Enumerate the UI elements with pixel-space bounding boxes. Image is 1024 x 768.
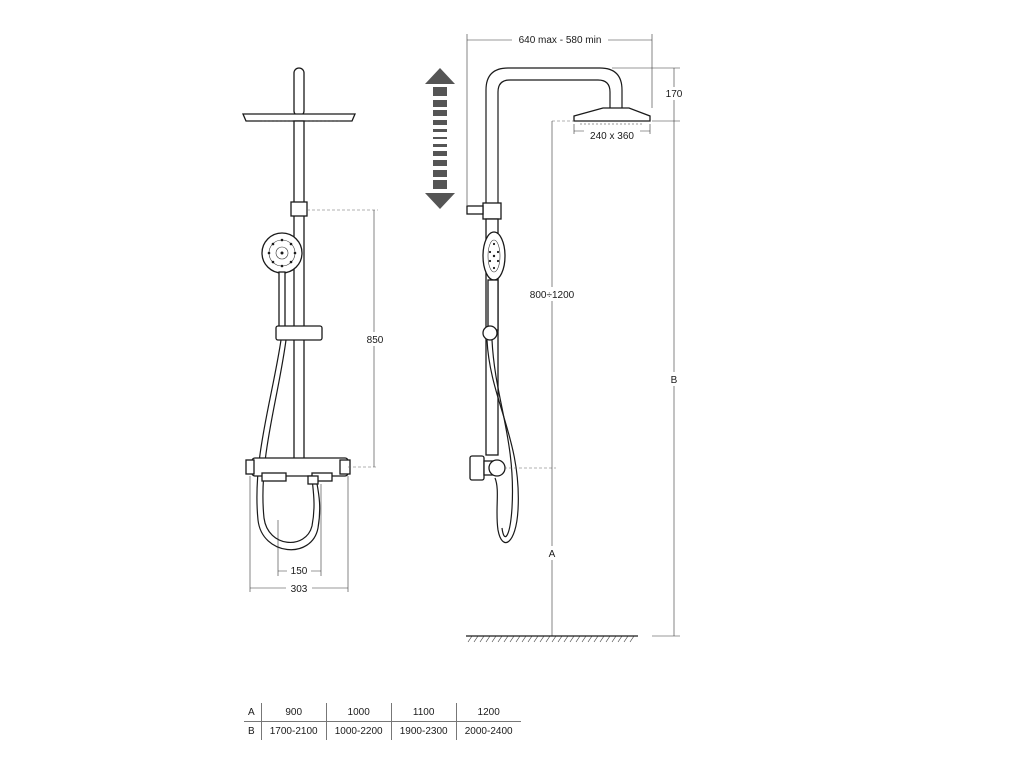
front-shower-head (242, 113, 356, 122)
front-riser (293, 120, 305, 462)
table-row-label: B (248, 725, 255, 737)
side-mixer (469, 455, 485, 481)
table-cell: 1000-2200 (325, 721, 392, 740)
front-view: 850 150 303 (242, 67, 388, 595)
side-hose (486, 339, 519, 543)
front-riser-top (293, 67, 305, 117)
floor-line (466, 635, 638, 643)
dim-slide-range: 800÷1200 (530, 290, 575, 301)
table-cell: 900 (260, 703, 327, 722)
dim-head-size: 240 x 360 (590, 131, 634, 142)
table-cell: 1700-2100 (260, 721, 327, 740)
table-cell: 1100 (390, 703, 457, 722)
height-adjust-arrow-icon (425, 68, 455, 209)
front-hose (256, 339, 321, 551)
dim-850: 850 (367, 335, 384, 346)
table-row-a: A 900 1000 1100 1200 (244, 703, 521, 722)
dimension-table: A 900 1000 1100 1200 B 1700-2100 1000-22… (244, 703, 521, 740)
dim-303: 303 (291, 584, 308, 595)
side-clamp (482, 202, 502, 220)
dim-arm-reach: 640 max - 580 min (519, 35, 602, 46)
dim-170: 170 (666, 89, 683, 100)
table-row-b: B 1700-2100 1000-2200 1900-2300 2000-240… (244, 721, 521, 740)
table-cell: 1900-2300 (390, 721, 457, 740)
table-cell: 2000-2400 (455, 721, 521, 740)
side-shower-head (573, 107, 651, 122)
table-cell: 1200 (455, 703, 521, 722)
side-view: 640 max - 580 min 170 240 x 360 800÷1200… (466, 33, 686, 643)
dim-label-b: B (671, 375, 678, 386)
dim-label-a: A (549, 549, 556, 560)
front-holder (275, 325, 323, 341)
table-row-label: A (244, 703, 262, 722)
table-cell: 1000 (325, 703, 392, 722)
dim-150: 150 (291, 566, 308, 577)
front-clamp (290, 201, 308, 217)
side-hand-shower (482, 231, 506, 341)
side-shower-arm (485, 67, 623, 205)
